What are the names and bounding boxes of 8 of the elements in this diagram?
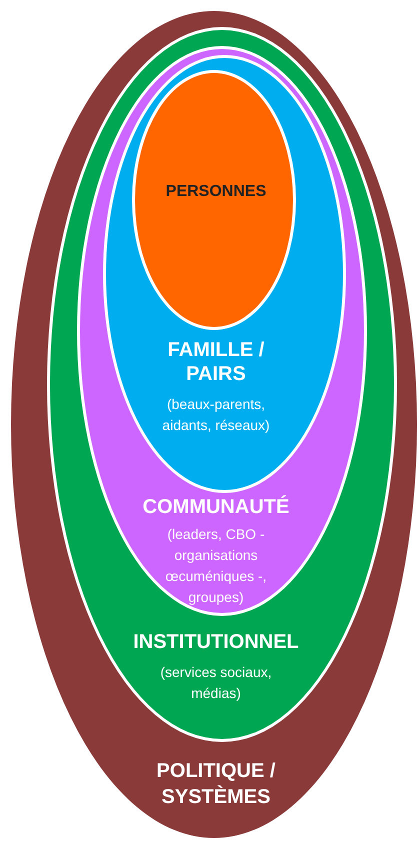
layer-title: PERSONNES	[164, 182, 268, 202]
layer-title: COMMUNAUTÉ	[142, 495, 290, 519]
layer-title: INSTITUTIONNEL	[132, 630, 300, 654]
layer-description: (leaders, CBO - organisations œcuméniques -, groupes)	[164, 525, 268, 607]
layer-description: (beaux-parents, aidants, réseaux)	[161, 395, 271, 435]
layer-title: POLITIQUE / SYSTÈMES	[156, 759, 276, 810]
layer-title: FAMILLE / PAIRS	[166, 338, 266, 386]
layer-description: (services sociaux, médias)	[159, 663, 273, 703]
